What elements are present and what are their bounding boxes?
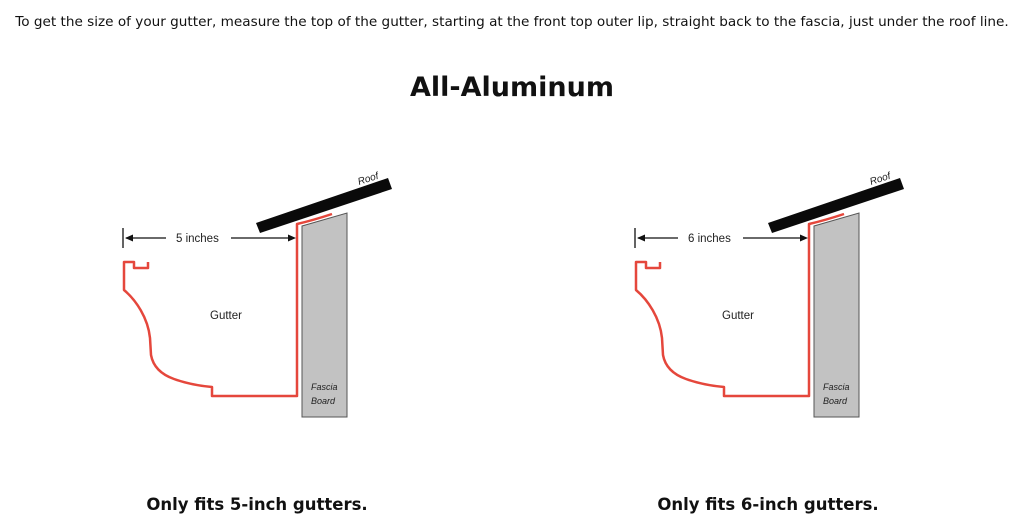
fascia-label-line2: Board: [311, 396, 336, 406]
measurement-label: 6 inches: [688, 233, 731, 245]
fascia-label-line2: Board: [823, 396, 848, 406]
page-heading: All-Aluminum: [410, 72, 614, 103]
gutter-diagram-svg: Roof 5 inches Gutter Fascia Board: [122, 170, 392, 418]
gutter-diagram-svg: Roof 6 inches Gutter Fascia Board: [634, 170, 904, 418]
gutter-diagram-5-inch: Roof 5 inches Gutter Fascia Board: [0, 0, 392, 526]
caption-6-inch: Only fits 6-inch gutters.: [657, 495, 879, 514]
arrowhead-right: [288, 234, 296, 242]
arrowhead-left: [637, 234, 645, 242]
gutter-profile: [634, 212, 845, 398]
fascia-board: [301, 212, 348, 418]
roof-board: [256, 178, 392, 233]
gutter-diagram-6-inch: Roof 6 inches Gutter Fascia Board: [512, 0, 904, 526]
gutter-label: Gutter: [722, 310, 754, 322]
measurement-label: 5 inches: [176, 233, 219, 245]
arrowhead-left: [125, 234, 133, 242]
gutter-profile: [122, 212, 333, 398]
roof-board: [768, 178, 904, 233]
gutter-label: Gutter: [210, 310, 242, 322]
fascia-label-line1: Fascia: [823, 382, 850, 392]
fascia-board: [813, 212, 860, 418]
arrowhead-right: [800, 234, 808, 242]
caption-5-inch: Only fits 5-inch gutters.: [146, 495, 368, 514]
intro-text: To get the size of your gutter, measure …: [15, 14, 1009, 30]
fascia-label-line1: Fascia: [311, 382, 338, 392]
